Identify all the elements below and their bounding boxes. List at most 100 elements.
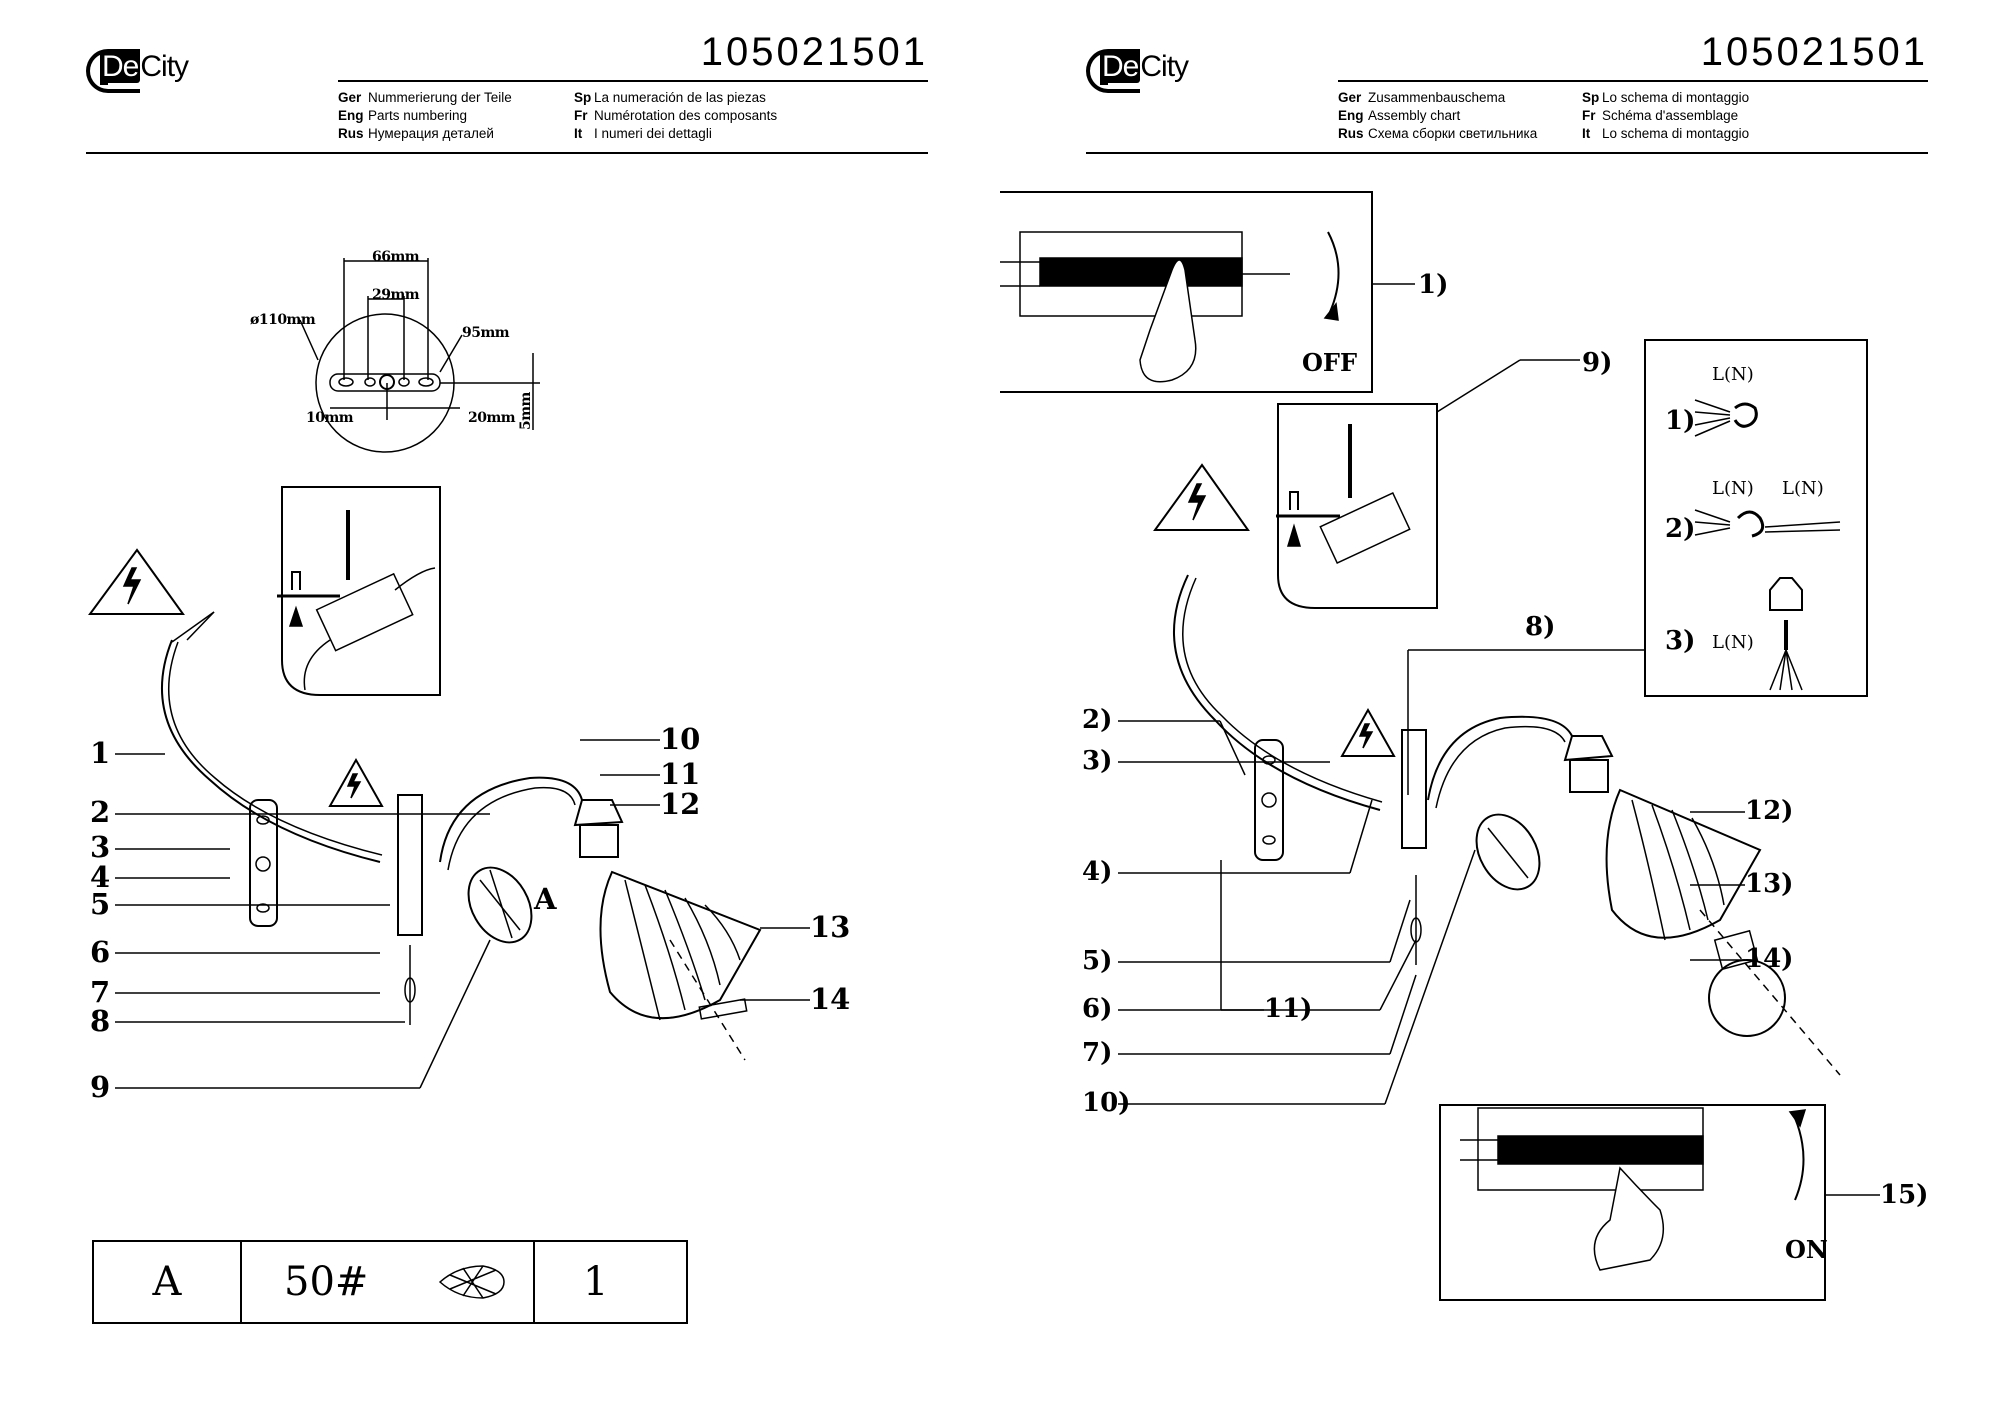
warning-triangle-icon <box>88 548 185 615</box>
lang-code: It <box>1582 126 1591 141</box>
wire-step-2: 2) <box>1665 514 1696 544</box>
dim-20: 20mm <box>468 410 516 426</box>
wire-step-3: 3) <box>1665 626 1696 656</box>
crystal-code: 50# <box>284 1259 369 1305</box>
assembly-chart-page: DeCity 105021501 Ger Zusammenbauschema En… <box>1000 0 2000 1413</box>
step-label-1: 1) <box>1418 270 1449 300</box>
part-label-14: 14 <box>810 982 851 1016</box>
title-languages-col1: Ger Nummerierung der Teile Eng Parts numbe… <box>338 89 512 143</box>
lang-code: Sp <box>1582 90 1600 105</box>
crystal-pendant <box>467 866 533 944</box>
document-number: 105021501 <box>700 30 928 74</box>
dim-29: 29mm <box>372 287 420 303</box>
step-label-10: 10) <box>1082 1088 1131 1118</box>
title-ger: Zusammenbauschema <box>1368 90 1506 105</box>
dim-5: 5mm <box>518 392 534 430</box>
title-fr: Schéma d'assemblage <box>1602 108 1739 123</box>
header-rule-bottom <box>1086 152 1928 154</box>
on-label: ON <box>1785 1235 1828 1264</box>
part-label-12: 12 <box>660 787 701 821</box>
dim-10: 10mm <box>306 410 354 426</box>
marker-a: A <box>534 882 557 916</box>
parts-numbering-page: DeCity 105021501 Ger Nummerierung der Tei… <box>86 30 928 1324</box>
part-label-8: 8 <box>90 1004 111 1038</box>
parts-diagram <box>88 258 810 1089</box>
part-label-2: 2 <box>90 795 111 829</box>
part-label-3: 3 <box>90 830 111 864</box>
document-number: 105021501 <box>1700 30 1928 74</box>
leader-lines <box>115 739 810 1089</box>
title-eng: Assembly chart <box>1368 108 1461 123</box>
part-label-1: 1 <box>90 736 111 770</box>
part-label-11: 11 <box>660 757 701 791</box>
glass-shade <box>1605 788 1762 939</box>
title-rus: Схема сборки светильника <box>1368 126 1538 141</box>
wire-connection-panel <box>1644 339 1868 697</box>
logo-text: DeCity <box>1100 50 1189 83</box>
part-label-6: 6 <box>90 935 111 969</box>
title-ger: Nummerierung der Teile <box>368 90 512 105</box>
part-label-7: 7 <box>90 975 111 1009</box>
lang-code: Fr <box>1582 108 1596 123</box>
title-languages-col1: Ger Zusammenbauschema Eng Assembly chart R… <box>1338 89 1537 143</box>
off-label: OFF <box>1302 348 1357 377</box>
step-label-2: 2) <box>1082 705 1113 735</box>
lang-code: Rus <box>1338 126 1364 141</box>
step-label-8: 8) <box>1525 612 1556 642</box>
warning-triangle-icon <box>1153 463 1250 531</box>
title-sp: La numeración de las piezas <box>594 90 766 105</box>
wire-label-1: L(N) <box>1712 364 1754 385</box>
glass-shade <box>599 870 762 1020</box>
wire-label-2a: L(N) <box>1712 478 1754 499</box>
header-rule <box>338 80 928 82</box>
step-label-14: 14) <box>1745 944 1794 974</box>
step-label-12: 12) <box>1745 796 1794 826</box>
wiring-inset <box>277 486 441 696</box>
lang-code: Ger <box>1338 90 1362 105</box>
header-rule <box>1338 80 1928 82</box>
lang-code: Ger <box>338 90 362 105</box>
part-label-4: 4 <box>90 860 111 894</box>
mounting-plate-drawing <box>299 258 540 453</box>
lang-code: Eng <box>338 108 364 123</box>
breaker-off-panel <box>1000 191 1415 393</box>
light-bulb-icon <box>1699 909 1841 1076</box>
part-label-13: 13 <box>810 910 851 944</box>
lang-code: Eng <box>1338 108 1364 123</box>
title-sp: Lo schema di montaggio <box>1602 90 1750 105</box>
title-fr: Numérotation des composants <box>594 108 778 123</box>
table-cell-code: 50# <box>242 1242 535 1322</box>
lang-code: Rus <box>338 126 364 141</box>
step-label-3: 3) <box>1082 746 1113 776</box>
table-cell-qty: 1 <box>583 1259 609 1305</box>
step-label-5: 5) <box>1082 946 1113 976</box>
logo-text: DeCity <box>100 50 189 83</box>
arm-curve <box>160 639 381 863</box>
wiring-inset <box>1277 403 1438 609</box>
step-label-15: 15) <box>1880 1180 1929 1210</box>
wall-bracket <box>249 799 278 927</box>
step-label-6: 6) <box>1082 994 1113 1024</box>
brand-logo: DeCity <box>1086 46 1189 96</box>
breaker-on-panel <box>1439 1104 1880 1301</box>
assembly-diagram <box>1000 191 1880 1301</box>
step-label-13: 13) <box>1745 869 1794 899</box>
table-cell-letter: A <box>94 1242 242 1322</box>
step-label-11: 11) <box>1264 994 1313 1024</box>
wire-step-1: 1) <box>1665 406 1696 436</box>
step-label-4: 4) <box>1082 857 1113 887</box>
title-it: I numeri dei dettagli <box>594 126 712 141</box>
part-label-10: 10 <box>660 722 701 756</box>
dim-95: 95mm <box>462 325 510 341</box>
title-eng: Parts numbering <box>368 108 468 123</box>
crystal-pendant <box>1475 813 1541 891</box>
title-rus: Нумерация деталей <box>368 126 494 141</box>
part-label-9: 9 <box>90 1070 111 1104</box>
dim-110: ø110mm <box>250 312 316 328</box>
brand-logo: DeCity <box>86 46 189 96</box>
part-label-5: 5 <box>90 887 111 921</box>
parts-table: A 50# 1 <box>92 1240 688 1324</box>
wire-label-3: L(N) <box>1712 632 1754 653</box>
wire-label-2b: L(N) <box>1782 478 1824 499</box>
